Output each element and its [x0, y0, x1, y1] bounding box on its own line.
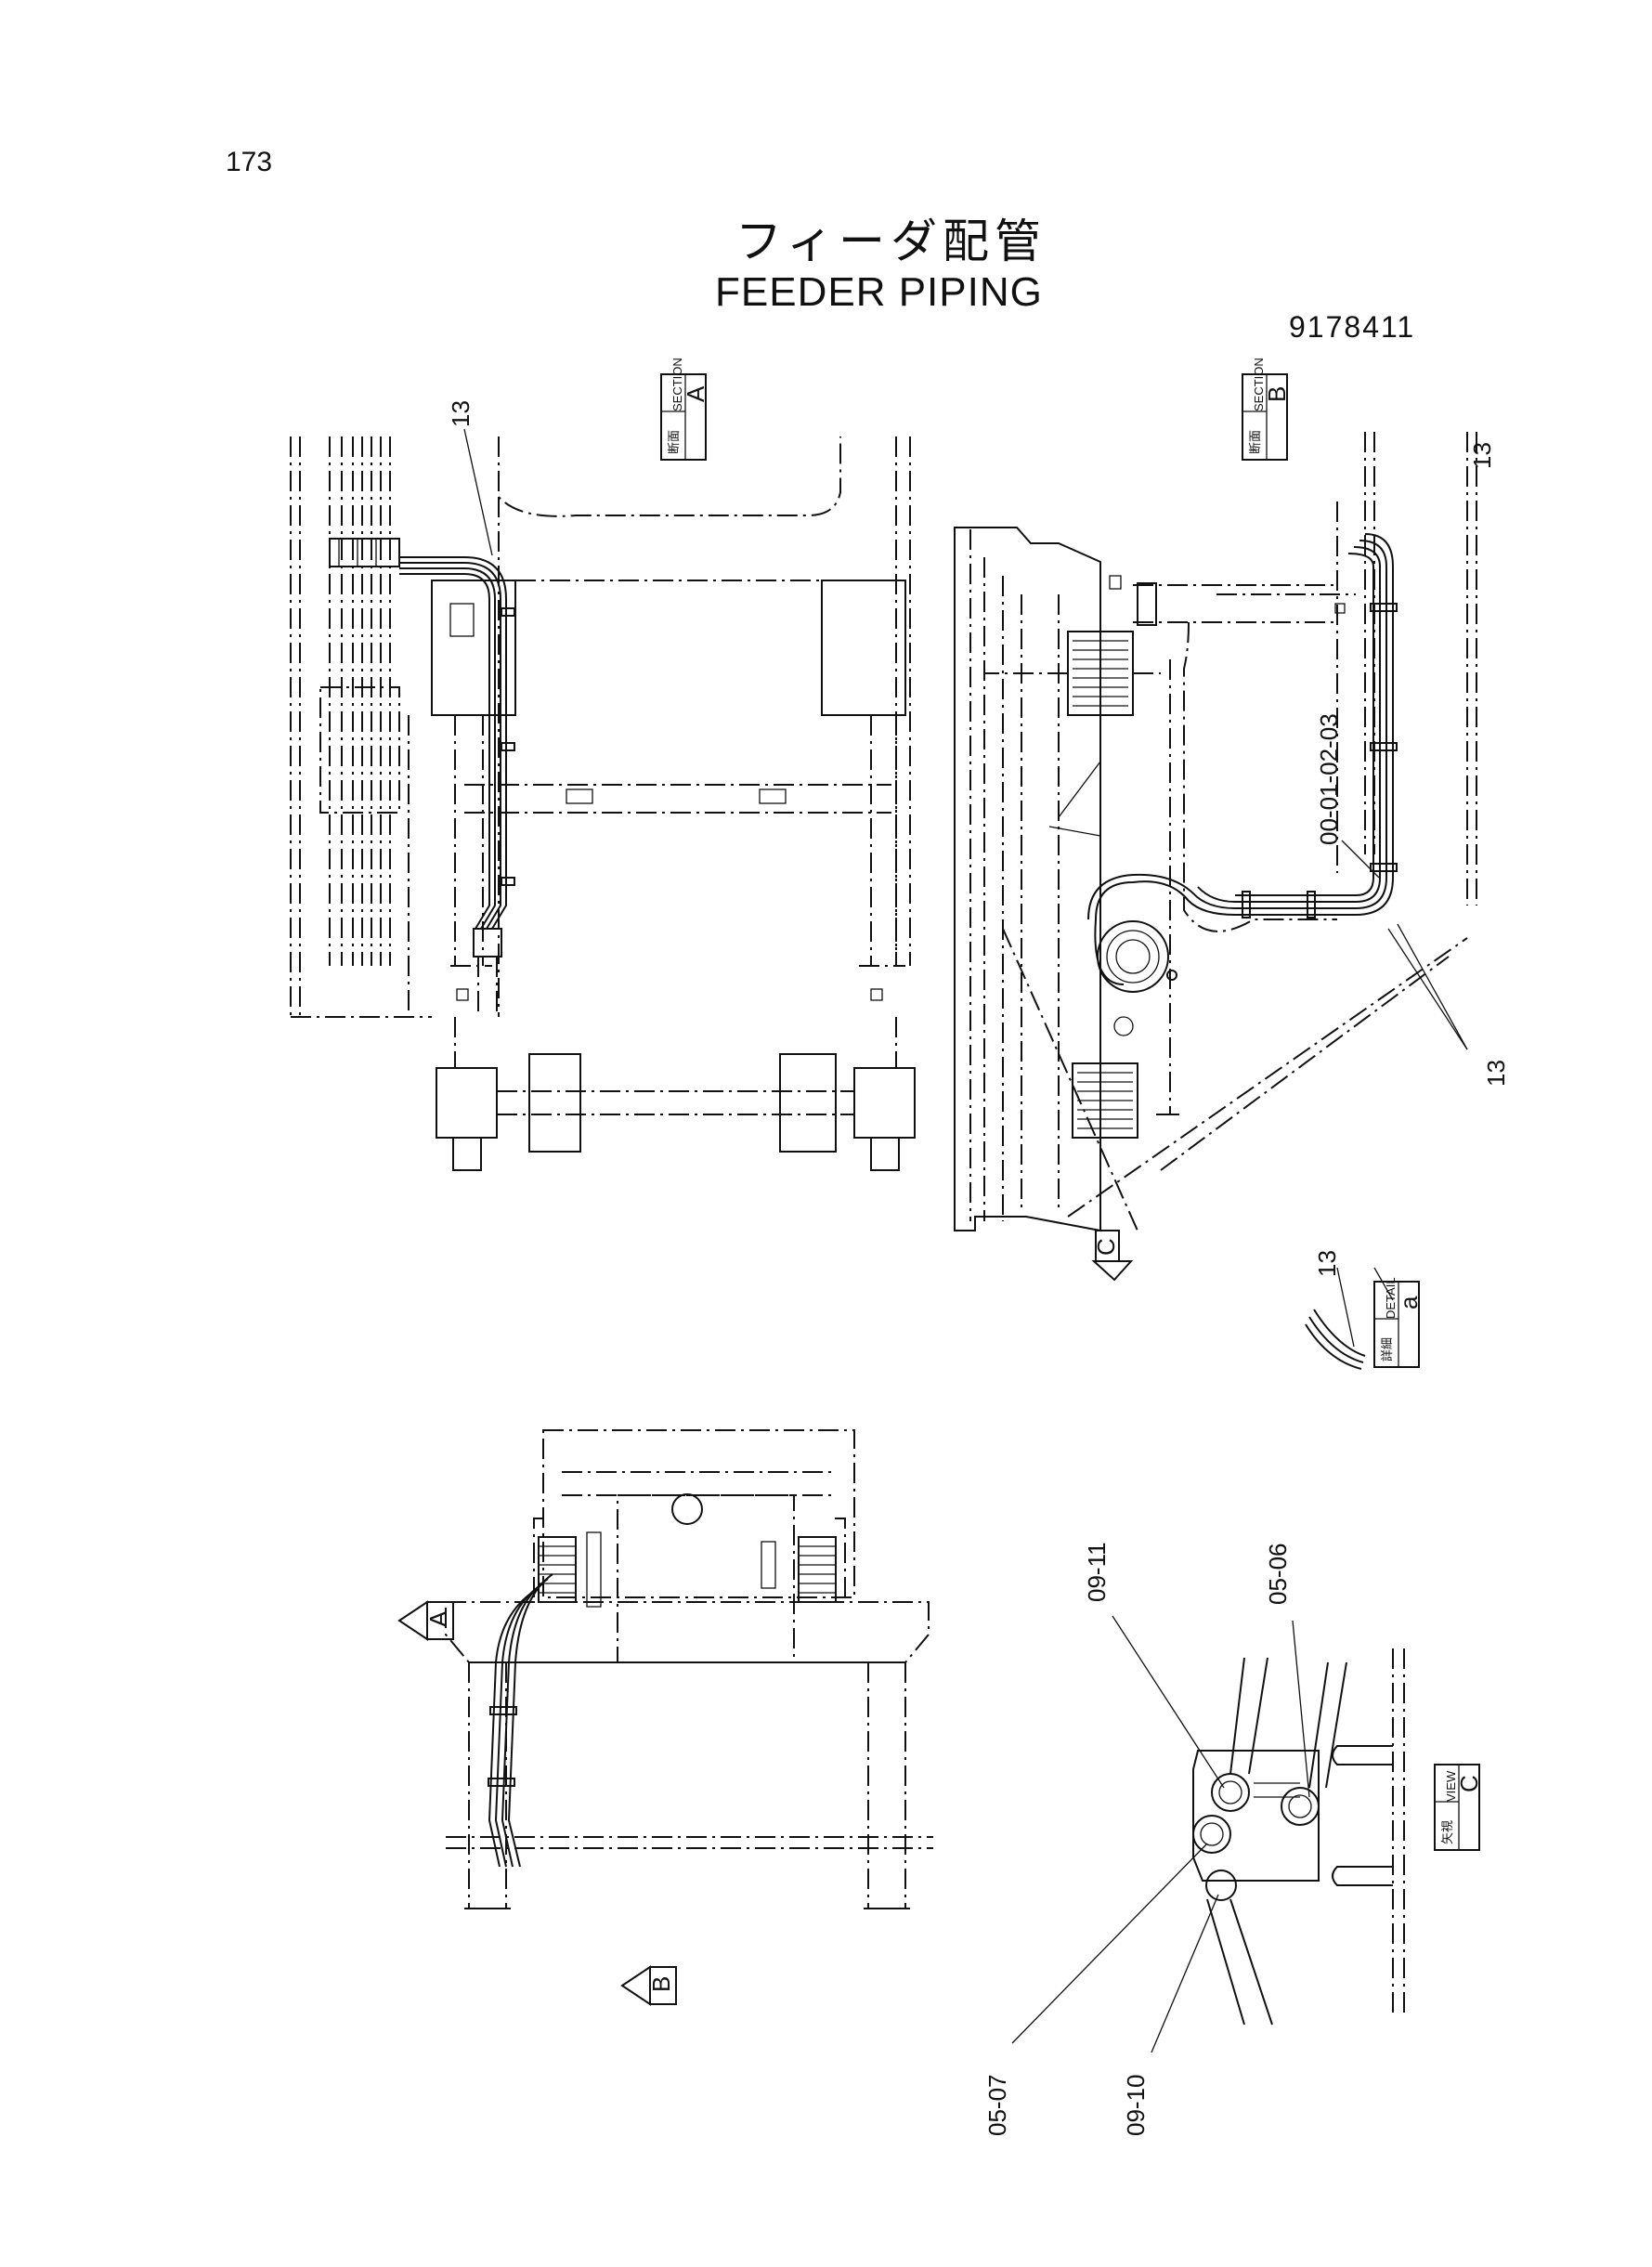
junction-ring	[1097, 920, 1177, 1036]
view-c-jp: 矢視	[1440, 1820, 1454, 1844]
detail-a-view: 13 詳細 DETAIL a	[1305, 1250, 1423, 1370]
section-b-en: SECTION	[1252, 358, 1266, 411]
section-b-callout-part: 00-01-02-03	[1315, 713, 1343, 845]
section-b-callout-13-top: 13	[1468, 442, 1496, 469]
section-a-en: SECTION	[670, 358, 684, 411]
drawing-number: 9178411	[1289, 310, 1416, 344]
section-b-callout-13-bottom: 13	[1482, 1060, 1510, 1087]
view-c-en: VIEW	[1444, 1770, 1458, 1802]
arrow-b-letter: B	[647, 1976, 675, 1992]
lower-spring	[1072, 1062, 1138, 1139]
view-c-callout-0507: 05-07	[983, 2075, 1011, 2137]
view-c-view: 矢視 VIEW C 09-11 05-06 05-07 09-10	[983, 1542, 1483, 2136]
detail-a-letter: a	[1395, 1296, 1423, 1309]
upper-spring	[984, 631, 1161, 716]
arrow-c-letter: C	[1092, 1238, 1120, 1256]
section-b-label: 断面 SECTION B	[1242, 358, 1291, 461]
view-c-arrow: C	[1091, 1230, 1134, 1282]
view-c-callout-0911: 09-11	[1083, 1542, 1111, 1602]
title-english: FEEDER PIPING	[715, 269, 1043, 315]
view-c-letter: C	[1455, 1775, 1483, 1792]
arrow-a: A	[397, 1600, 454, 1641]
section-a-label: 断面 SECTION A	[660, 358, 709, 461]
section-a-callout-13: 13	[447, 400, 475, 427]
detail-a-en: DETAIL	[1384, 1277, 1398, 1319]
title-japanese: フィーダ配管	[735, 215, 1047, 268]
detail-a-jp: 詳細	[1380, 1337, 1394, 1362]
page-number: 173	[226, 147, 273, 177]
section-a-view: 断面 SECTION A	[290, 358, 916, 1171]
detail-callout-13: 13	[1313, 1250, 1341, 1277]
view-c-callout-0910: 09-10	[1122, 2075, 1150, 2137]
view-c-label: 矢視 VIEW C	[1434, 1764, 1483, 1851]
view-c-callout-0506: 05-06	[1264, 1544, 1292, 1606]
arrow-b: B	[620, 1965, 677, 2006]
detail-a-label: 詳細 DETAIL a	[1373, 1277, 1423, 1368]
section-b-jp: 断面	[1248, 430, 1262, 454]
section-b-view: 断面 SECTION B	[954, 358, 1510, 1282]
section-a-letter: A	[682, 385, 709, 402]
section-b-letter: B	[1263, 386, 1291, 402]
section-a-jp: 断面	[667, 430, 681, 454]
lower-left-view: A B	[397, 1429, 933, 2006]
arrow-a-letter: A	[424, 1610, 452, 1627]
